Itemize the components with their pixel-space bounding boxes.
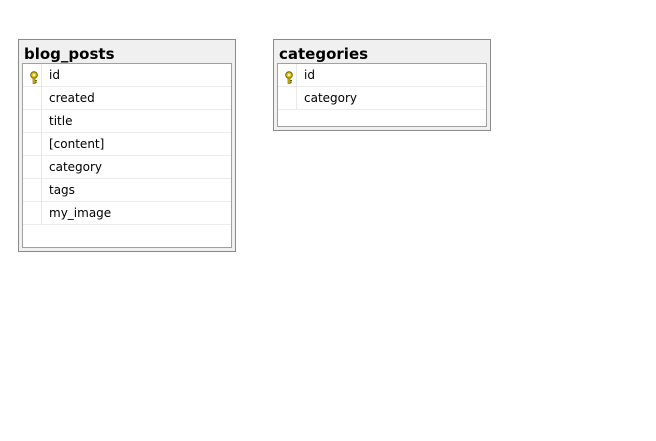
column-row[interactable]: title bbox=[23, 110, 231, 133]
column-row[interactable]: created bbox=[23, 87, 231, 110]
row-selector[interactable] bbox=[23, 156, 42, 178]
column-name: [content] bbox=[49, 137, 105, 151]
row-selector[interactable] bbox=[23, 87, 42, 109]
column-list: id created title [content] category tags my_im… bbox=[22, 63, 232, 248]
column-row[interactable]: category bbox=[23, 156, 231, 179]
column-row[interactable]: [content] bbox=[23, 133, 231, 156]
column-row[interactable]: tags bbox=[23, 179, 231, 202]
row-selector[interactable] bbox=[23, 202, 42, 224]
key-icon bbox=[29, 69, 39, 84]
table-categories[interactable]: categories id category bbox=[273, 39, 491, 131]
column-name: my_image bbox=[49, 206, 112, 220]
key-icon bbox=[284, 69, 294, 84]
column-name: category bbox=[49, 160, 103, 174]
table-title: blog_posts bbox=[24, 45, 115, 63]
row-selector[interactable] bbox=[23, 64, 42, 86]
row-selector[interactable] bbox=[23, 179, 42, 201]
column-name: category bbox=[304, 91, 358, 105]
column-row[interactable]: my_image bbox=[23, 202, 231, 225]
row-selector[interactable] bbox=[23, 110, 42, 132]
column-list: id category bbox=[277, 63, 487, 127]
column-name: created bbox=[49, 91, 95, 105]
column-row[interactable]: id bbox=[23, 64, 231, 87]
table-title: categories bbox=[279, 45, 369, 63]
column-name: title bbox=[49, 114, 73, 128]
row-selector[interactable] bbox=[278, 64, 297, 86]
column-name: tags bbox=[49, 183, 75, 197]
row-selector[interactable] bbox=[278, 87, 297, 109]
column-row[interactable]: id bbox=[278, 64, 486, 87]
column-row[interactable]: category bbox=[278, 87, 486, 110]
column-name: id bbox=[49, 68, 60, 82]
column-name: id bbox=[304, 68, 315, 82]
table-blog-posts[interactable]: blog_posts id created title [content] catego… bbox=[18, 39, 236, 252]
row-selector[interactable] bbox=[23, 133, 42, 155]
